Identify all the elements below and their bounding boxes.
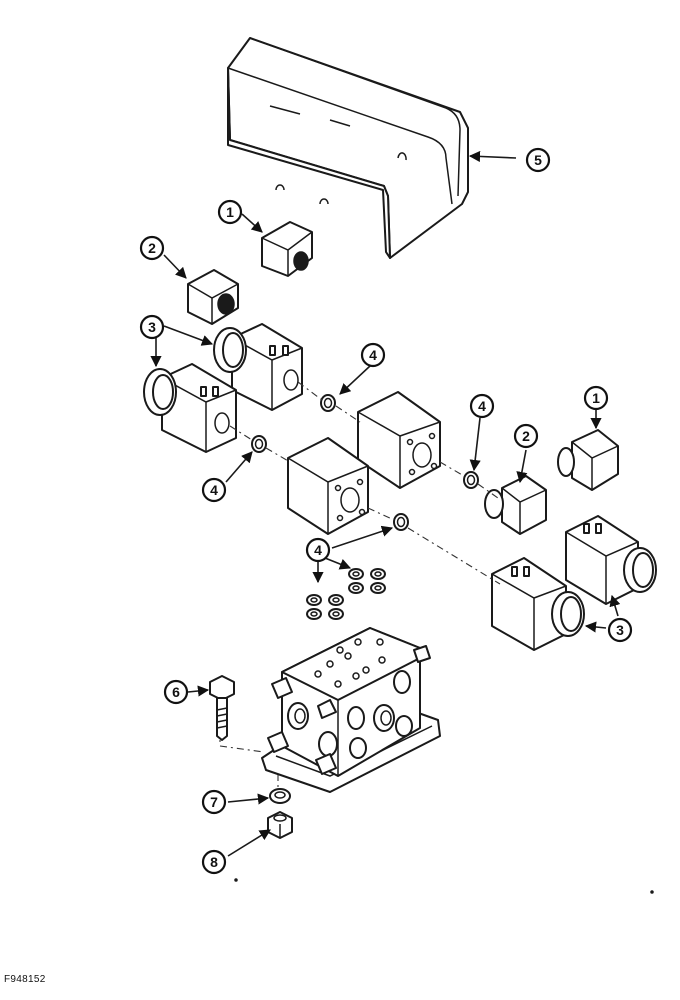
svg-text:4: 4 [369,347,377,363]
svg-text:7: 7 [210,794,218,810]
solenoid-right-upper [565,515,657,605]
assembly-centerlines [219,381,501,800]
svg-text:1: 1 [226,204,234,220]
solenoid-left [143,363,237,453]
speck-dot [650,890,654,894]
leader-lines [150,150,621,857]
callout-4-right: 4 [469,393,495,419]
callout-4-washers: 4 [305,537,331,563]
svg-text:4: 4 [210,482,218,498]
lock-washer [269,788,291,804]
svg-text:1: 1 [592,390,600,406]
fitting-right-2 [484,475,547,535]
callout-2-right: 2 [513,423,539,449]
svg-text:4: 4 [478,398,486,414]
callout-6: 6 [163,679,189,705]
callout-1-upper: 1 [217,199,243,225]
solenoid-upper-left [213,323,303,411]
hex-nut [267,811,293,839]
valve-section-upper [357,391,441,489]
fitting-upper [261,221,313,277]
mounting-bolt [209,675,235,741]
svg-text:2: 2 [148,240,156,256]
fitting-left [187,269,239,325]
fitting-right [557,429,619,491]
valve-manifold-block [261,627,441,793]
callout-3-right: 3 [607,617,633,643]
svg-text:3: 3 [616,622,624,638]
figure-id: F948152 [4,974,46,985]
o-ring-set [306,568,386,620]
valve-section-lower [287,437,369,535]
callout-4-upper: 4 [360,342,386,368]
svg-text:3: 3 [148,319,156,335]
valve-cover [227,37,469,259]
svg-text:5: 5 [534,152,542,168]
callout-2-upper: 2 [139,235,165,261]
callout-1-right: 1 [583,385,609,411]
callout-7: 7 [201,789,227,815]
callout-3-left: 3 [139,314,165,340]
speck-dot [234,878,238,882]
svg-text:4: 4 [314,542,322,558]
svg-text:8: 8 [210,854,218,870]
seal-washers [251,394,479,531]
solenoid-right-lower [491,557,585,651]
svg-text:6: 6 [172,684,180,700]
svg-text:2: 2 [522,428,530,444]
callout-4-left: 4 [201,477,227,503]
callout-8: 8 [201,849,227,875]
callout-5: 5 [525,147,551,173]
